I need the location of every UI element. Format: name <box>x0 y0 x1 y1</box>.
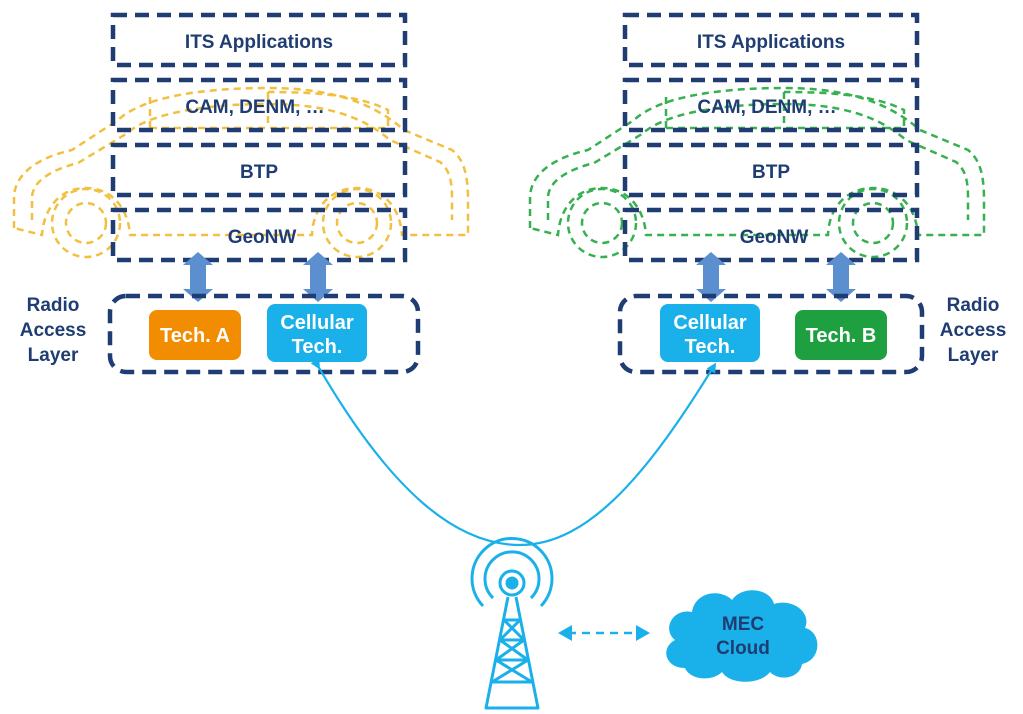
left-btp-label: BTP <box>240 162 278 183</box>
left-radio-access-box <box>107 293 421 375</box>
right-cellular-tech-block <box>660 304 760 362</box>
cell-tower-icon <box>470 536 554 710</box>
right-its-applications-box <box>622 12 920 68</box>
right-radio-label-line3: Layer <box>948 345 999 366</box>
right-arrow-tech-b <box>826 252 856 302</box>
left-its-applications-label: ITS Applications <box>185 32 333 53</box>
left-radio-label-line1: Radio <box>27 295 80 316</box>
left-btp-box <box>110 142 408 198</box>
tower-cloud-link <box>558 625 650 641</box>
right-cam-denm-label: CAM, DENM, … <box>697 97 836 118</box>
left-arrow-cellular <box>303 252 333 302</box>
left-cam-denm-box <box>110 77 408 133</box>
left-radio-label-line3: Layer <box>28 345 79 366</box>
right-geonw-label: GeoNW <box>740 227 809 248</box>
right-its-applications-label: ITS Applications <box>697 32 845 53</box>
right-cam-denm-box <box>622 77 920 133</box>
right-radio-label-line2: Access <box>940 320 1007 341</box>
right-geonw-box <box>622 207 920 263</box>
right-btp-box <box>622 142 920 198</box>
left-its-applications-box <box>110 12 408 68</box>
tech-b-block <box>795 310 887 360</box>
left-geonw-box <box>110 207 408 263</box>
mec-cloud-icon: MEC Cloud <box>666 590 818 682</box>
left-car-outline <box>12 86 470 259</box>
right-cellular-tech-line1: Cellular <box>673 312 747 334</box>
left-stack: ITS Applications CAM, DENM, … BTP GeoNW … <box>12 12 470 375</box>
right-radio-access-box <box>617 293 925 375</box>
right-car-outline <box>528 86 986 259</box>
left-cellular-tech-line1: Cellular <box>280 312 354 334</box>
right-btp-label: BTP <box>752 162 790 183</box>
left-cam-denm-label: CAM, DENM, … <box>185 97 324 118</box>
left-arrow-tech-a <box>183 252 213 302</box>
right-arrow-cellular <box>696 252 726 302</box>
tech-b-label: Tech. B <box>806 325 877 347</box>
left-radio-label-line2: Access <box>20 320 87 341</box>
mec-cloud-line1: MEC <box>722 614 765 635</box>
left-cellular-tech-line2: Tech. <box>292 336 343 358</box>
tech-a-label: Tech. A <box>160 325 230 347</box>
right-cellular-tech-line2: Tech. <box>685 336 736 358</box>
left-cellular-tech-block <box>267 304 367 362</box>
right-radio-label-line1: Radio <box>947 295 1000 316</box>
right-stack: ITS Applications CAM, DENM, … BTP GeoNW … <box>528 12 1007 375</box>
left-geonw-label: GeoNW <box>228 227 297 248</box>
tech-a-block <box>149 310 241 360</box>
cellular-link-curve <box>310 358 717 547</box>
mec-cloud-line2: Cloud <box>716 638 770 659</box>
